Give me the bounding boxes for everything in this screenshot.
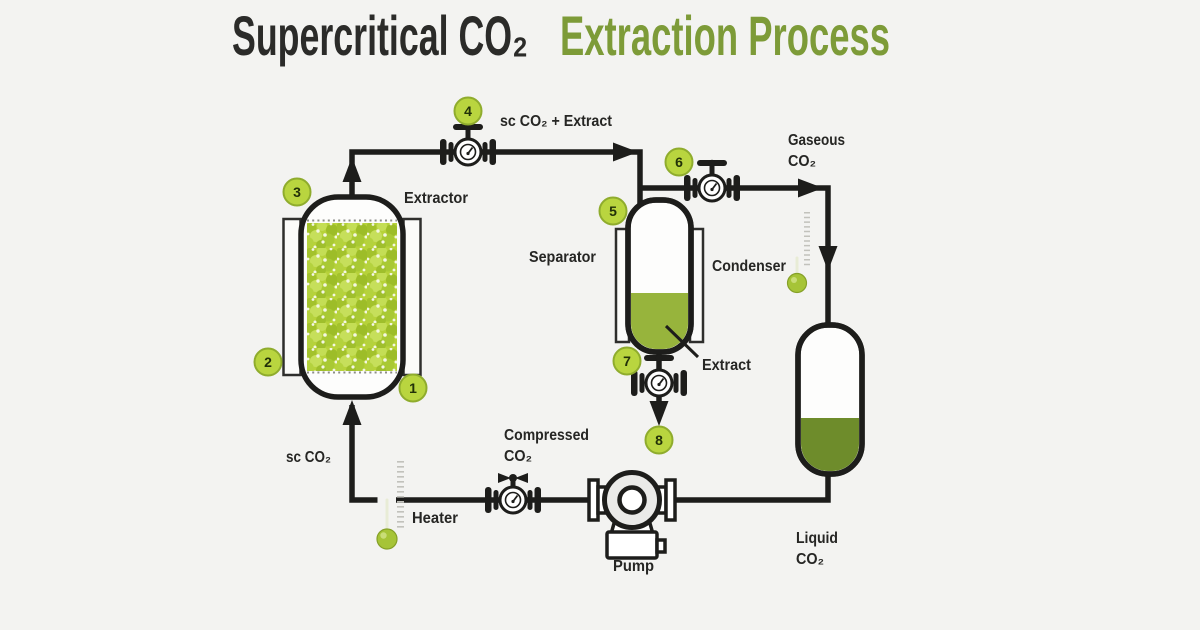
extractor-vessel bbox=[282, 194, 422, 400]
page-title: Supercritical CO₂ bbox=[232, 4, 528, 67]
flow-arrow-up-extractor-inlet bbox=[342, 400, 362, 425]
svg-text:3: 3 bbox=[293, 184, 301, 200]
pump-icon bbox=[587, 470, 677, 560]
flow-arrow-up-extractor-outlet bbox=[342, 157, 362, 182]
plant-material bbox=[307, 223, 397, 371]
svg-text:8: 8 bbox=[655, 432, 663, 448]
step-badge-3: 3 bbox=[282, 177, 312, 207]
flow-arrow-right-gaseous bbox=[798, 178, 823, 198]
flow-arrow-right-to-separator bbox=[613, 142, 638, 162]
extract-pointer-line bbox=[664, 324, 700, 359]
svg-text:7: 7 bbox=[623, 353, 631, 369]
svg-text:5: 5 bbox=[609, 203, 617, 219]
label-gaseous-co2-line2: CO₂ bbox=[788, 153, 816, 170]
svg-text:1: 1 bbox=[409, 380, 417, 396]
label-condenser: Condenser bbox=[712, 258, 786, 275]
separator-vessel bbox=[614, 197, 705, 355]
label-sc-co2-extract: sc CO₂ + Extract bbox=[500, 113, 612, 130]
heater-thermometer bbox=[376, 461, 404, 550]
step-badge-8: 8 bbox=[644, 425, 674, 455]
label-gaseous-co2-line1: Gaseous bbox=[788, 132, 845, 149]
step-badge-6: 6 bbox=[664, 147, 694, 177]
step-badge-2: 2 bbox=[253, 347, 283, 377]
label-sc-co2: sc CO₂ bbox=[286, 449, 331, 466]
label-extract: Extract bbox=[702, 357, 751, 374]
label-compressed-co2-line2: CO₂ bbox=[504, 448, 532, 465]
thermometer-bulb-icon bbox=[786, 272, 808, 294]
label-liquid-co2-line2: CO₂ bbox=[796, 551, 824, 568]
svg-text:4: 4 bbox=[464, 103, 472, 119]
label-pump: Pump bbox=[613, 558, 654, 575]
step-badge-1: 1 bbox=[398, 373, 428, 403]
condenser-thermometer bbox=[786, 212, 810, 294]
label-extractor: Extractor bbox=[404, 190, 468, 207]
label-liquid-co2-line1: Liquid bbox=[796, 530, 838, 547]
label-compressed-co2-line1: Compressed bbox=[504, 427, 589, 444]
step-badge-5: 5 bbox=[598, 196, 628, 226]
flow-arrow-down-extract-outlet bbox=[649, 401, 669, 426]
label-heater: Heater bbox=[412, 510, 458, 527]
page-title-accent: Extraction Process bbox=[560, 4, 890, 67]
step-badge-7: 7 bbox=[612, 346, 642, 376]
step-badge-4: 4 bbox=[453, 96, 483, 126]
extractor-left-plate bbox=[282, 217, 302, 377]
svg-text:2: 2 bbox=[264, 354, 272, 370]
flow-arrow-down-condenser bbox=[818, 246, 838, 271]
label-separator: Separator bbox=[529, 249, 596, 266]
thermometer-bulb-icon bbox=[376, 528, 398, 550]
extractor-right-plate bbox=[402, 217, 422, 377]
liquid-co2-fill bbox=[801, 418, 859, 471]
liquid-co2-vessel bbox=[795, 322, 865, 477]
separator-extract-liquid bbox=[631, 293, 688, 349]
svg-text:6: 6 bbox=[675, 154, 683, 170]
